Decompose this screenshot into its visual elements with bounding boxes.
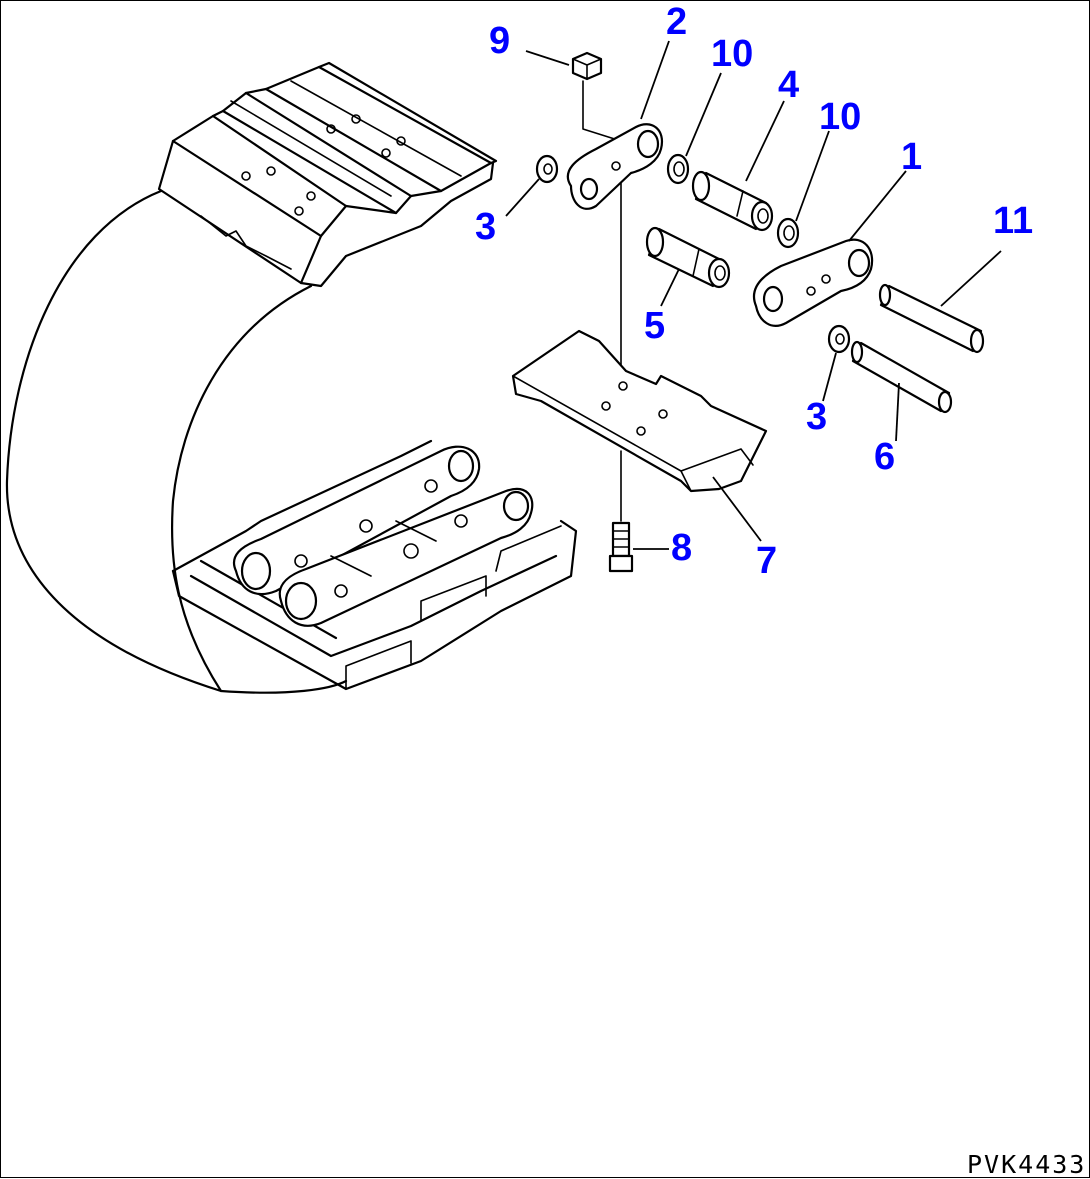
- callout-3-upper: 3: [475, 206, 496, 248]
- upper-track-shoes: [157, 61, 498, 288]
- callout-5: 5: [644, 305, 665, 347]
- callout-11: 11: [993, 200, 1033, 242]
- nut-part-9: [571, 51, 603, 81]
- callout-9: 9: [489, 20, 510, 62]
- link-part-1: [753, 238, 874, 327]
- washer-part-3-upper-hole: [543, 163, 553, 175]
- callout-labels: 9 2 10 4 10 1 11 3 5 3 6 8 7: [475, 1, 1033, 582]
- drawing-code: PVK4433: [967, 1150, 1086, 1179]
- track-links: [233, 445, 534, 627]
- pin-part-11: [878, 283, 985, 354]
- callout-2: 2: [666, 1, 687, 43]
- seal-part-10-left-hole: [673, 161, 685, 177]
- leader-lines: [505, 40, 1002, 550]
- washer-part-3-lower: [827, 324, 851, 354]
- callout-1: 1: [901, 136, 922, 178]
- bushing-part-5: [645, 226, 731, 289]
- bushing-part-4: [691, 170, 774, 232]
- track-assembly: [5, 61, 578, 694]
- washer-part-3-lower-hole: [835, 333, 845, 345]
- track-shoe-part-7: [511, 329, 768, 493]
- bolt-part-8: [608, 521, 634, 573]
- link-part-2: [566, 123, 664, 210]
- callout-3-lower: 3: [806, 396, 827, 438]
- seal-part-10-left: [666, 153, 690, 185]
- pin-part-6: [850, 340, 953, 414]
- callout-10-right: 10: [819, 96, 861, 138]
- seal-part-10-right-hole: [783, 225, 795, 241]
- seal-part-10-right: [776, 217, 800, 249]
- callout-4: 4: [778, 64, 799, 106]
- callout-6: 6: [874, 436, 895, 478]
- callout-10-left: 10: [711, 33, 753, 75]
- callout-7: 7: [756, 540, 777, 582]
- washer-part-3-upper: [535, 154, 559, 184]
- callout-8: 8: [671, 527, 692, 569]
- bolt-axis-line: [582, 80, 622, 522]
- lower-track-shoes: [171, 439, 578, 691]
